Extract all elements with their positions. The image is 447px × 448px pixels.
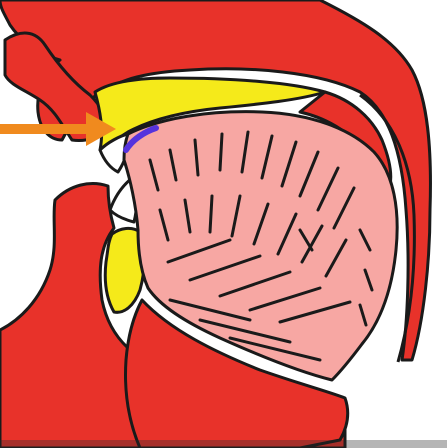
muscle-fiber-stroke	[332, 186, 356, 230]
muscle-fiber-stroke	[198, 318, 292, 344]
muscle-fiber-stroke	[276, 212, 298, 256]
muscle-fiber-stroke	[358, 303, 368, 327]
muscle-fiber-stroke	[298, 150, 320, 198]
sublingual-region	[124, 298, 350, 448]
muscle-fiber-stroke	[298, 228, 314, 252]
muscle-fiber-stroke	[168, 148, 178, 182]
muscle-fiber-stroke	[358, 228, 372, 252]
muscle-fiber-stroke	[228, 336, 322, 362]
muscle-fiber-stroke	[193, 138, 200, 177]
muscle-fiber-stroke	[300, 224, 324, 264]
muscle-fiber-stroke	[168, 298, 252, 322]
muscle-fiber-stroke	[148, 158, 160, 192]
muscle-fiber-stroke	[218, 270, 292, 298]
muscle-fiber-stroke	[280, 140, 298, 188]
muscle-fiber-stroke	[183, 198, 192, 234]
muscle-fiber-stroke	[316, 166, 340, 212]
muscle-fiber-stroke	[158, 208, 170, 242]
muscle-fiber-stroke	[208, 194, 214, 234]
muscle-fiber-stroke	[218, 132, 224, 172]
muscle-fiber-stroke	[363, 268, 374, 292]
muscle-fiber-stroke	[230, 194, 242, 238]
muscle-fiber-stroke	[252, 202, 270, 246]
muscle-fiber-stroke	[260, 134, 274, 180]
muscle-fiber-stroke	[166, 238, 232, 264]
arrow-shaft	[0, 124, 96, 134]
right-arrow-icon	[0, 112, 116, 146]
arrow-head	[86, 112, 116, 146]
muscle-fiber-stroke	[324, 238, 348, 278]
muscle-fiber-stroke	[278, 300, 352, 324]
tongue	[122, 110, 399, 382]
muscle-fiber-stroke	[188, 254, 262, 282]
tongue-muscle-fibers	[148, 130, 374, 362]
pharynx-wall	[359, 93, 416, 363]
muscle-fiber-stroke	[240, 130, 250, 174]
contact-point-highlight	[123, 125, 159, 153]
muscle-fiber-stroke	[248, 286, 322, 312]
bottom-shadow	[0, 440, 447, 448]
